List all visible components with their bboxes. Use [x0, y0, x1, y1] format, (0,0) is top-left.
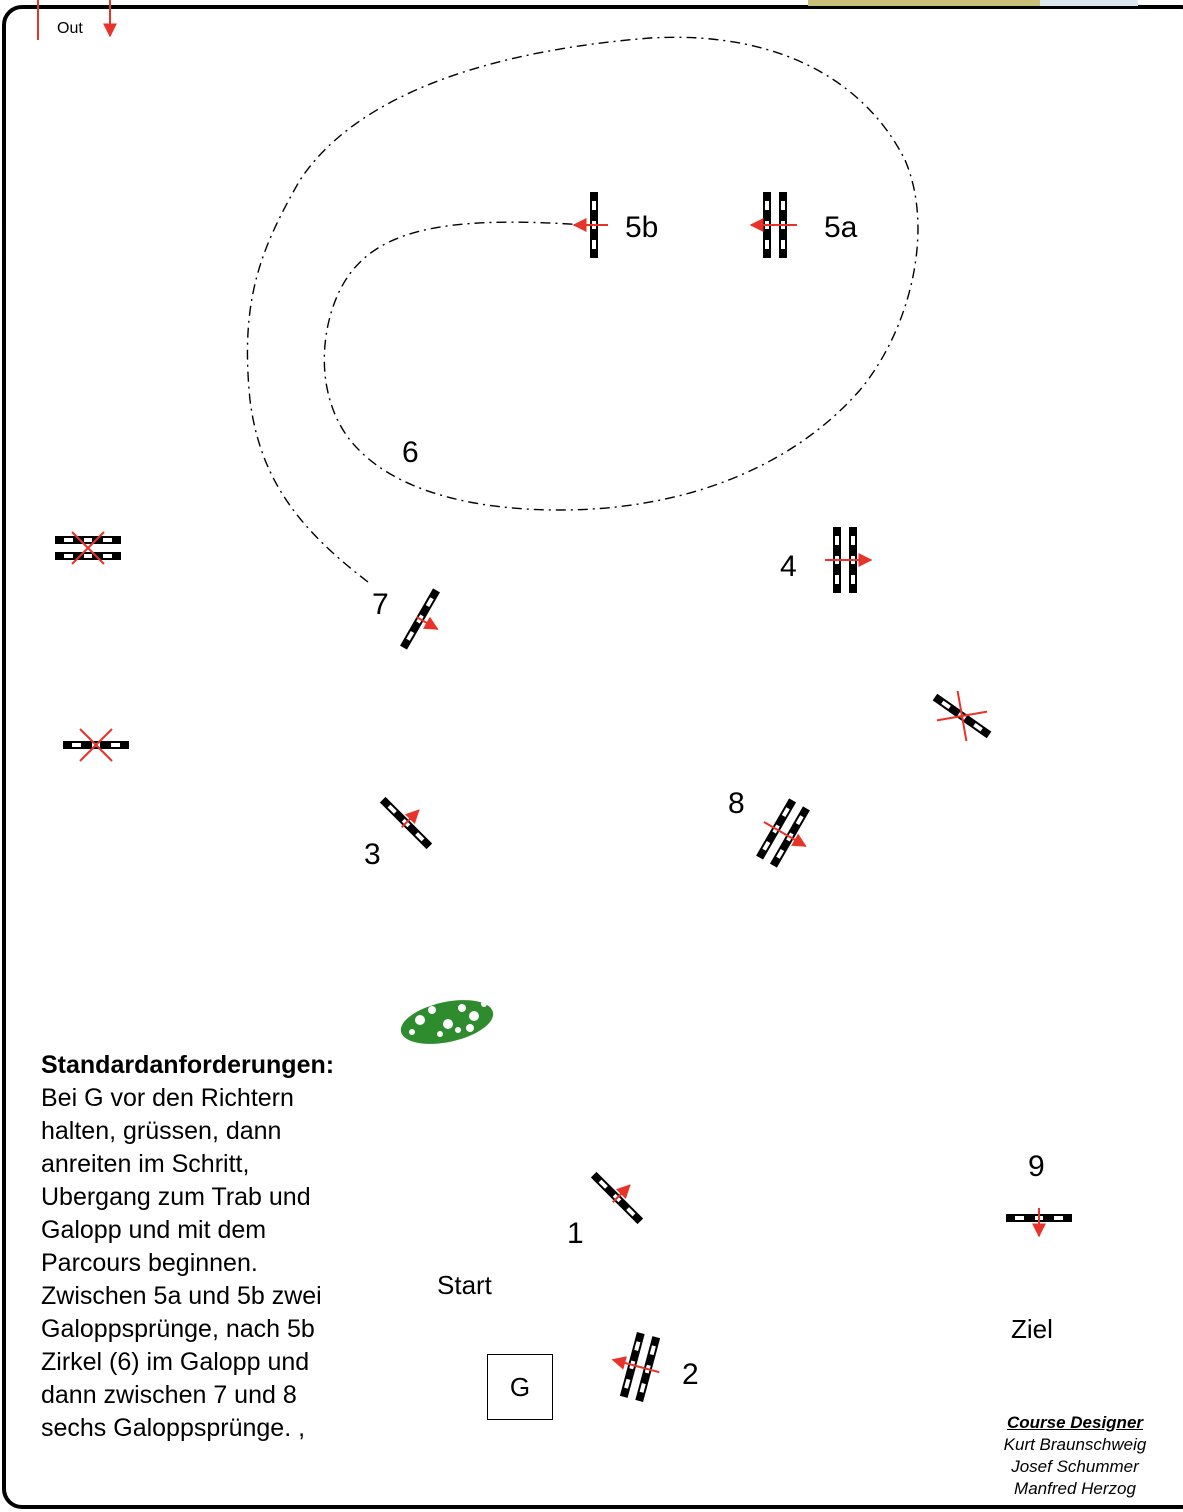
judges-g-box: G — [487, 1354, 553, 1420]
g-label: G — [509, 1371, 531, 1402]
hedge-bush — [400, 1000, 494, 1044]
obstacle-7 — [400, 588, 440, 650]
requirements-block: Standardanforderungen: Bei G vor den Ric… — [41, 1049, 421, 1445]
unused-oxer-left — [55, 531, 121, 565]
credits-name: Josef Schummer — [1011, 1457, 1139, 1476]
label-5b: 5b — [625, 211, 659, 244]
finish-label: Ziel — [1011, 1314, 1053, 1344]
requirements-line: dann zwischen 7 und 8 — [41, 1381, 297, 1409]
obstacle-5a — [749, 192, 797, 258]
unused-vertical-right — [932, 690, 992, 742]
label-4: 4 — [780, 550, 797, 583]
obstacle-1 — [590, 1171, 644, 1225]
requirements-line: halten, grüssen, dann — [41, 1117, 282, 1145]
credits-name: Kurt Braunschweig — [1003, 1435, 1147, 1454]
out-label: Out — [57, 20, 83, 37]
obstacle-3 — [379, 796, 433, 850]
requirements-line: Parcours beginnen. — [41, 1249, 258, 1277]
label-2: 2 — [682, 1358, 699, 1391]
obstacle-2 — [611, 1332, 661, 1402]
course-designer-credits: Course Designer Kurt Braunschweig Josef … — [975, 1412, 1175, 1500]
out-marker — [37, 0, 117, 40]
start-label: Start — [437, 1270, 492, 1300]
requirements-line: sechs Galoppsprünge. , — [41, 1414, 306, 1442]
label-8: 8 — [728, 787, 745, 820]
top-image-strip-right — [1040, 0, 1138, 6]
obstacle-9 — [1006, 1208, 1072, 1238]
label-5a: 5a — [824, 211, 858, 244]
unused-vertical-left — [63, 728, 129, 762]
requirements-line: Zwischen 5a und 5b zwei — [41, 1282, 322, 1310]
obstacle-4 — [825, 527, 873, 593]
obstacle-8 — [756, 798, 810, 868]
requirements-line: Bei G vor den Richtern — [41, 1084, 294, 1112]
route-outer-loop — [246, 36, 919, 583]
credits-title: Course Designer — [1006, 1413, 1144, 1432]
obstacle-5b — [572, 192, 608, 258]
label-1: 1 — [567, 1217, 584, 1250]
credits-name: Manfred Herzog — [1014, 1479, 1136, 1498]
requirements-line: Galopp und mit dem — [41, 1216, 267, 1244]
label-9: 9 — [1028, 1150, 1045, 1183]
label-7: 7 — [372, 588, 389, 621]
requirements-title: Standardanforderungen: — [41, 1051, 335, 1079]
requirements-line: Ubergang zum Trab und — [41, 1183, 311, 1211]
arena-border — [2, 5, 1183, 1509]
requirements-line: anreiten im Schritt, — [41, 1150, 250, 1178]
label-3: 3 — [364, 838, 381, 871]
label-6: 6 — [402, 436, 419, 469]
requirements-line: Zirkel (6) im Galopp und — [41, 1348, 310, 1376]
requirements-line: Galoppsprünge, nach 5b — [41, 1315, 315, 1343]
top-image-strip — [808, 0, 1138, 6]
